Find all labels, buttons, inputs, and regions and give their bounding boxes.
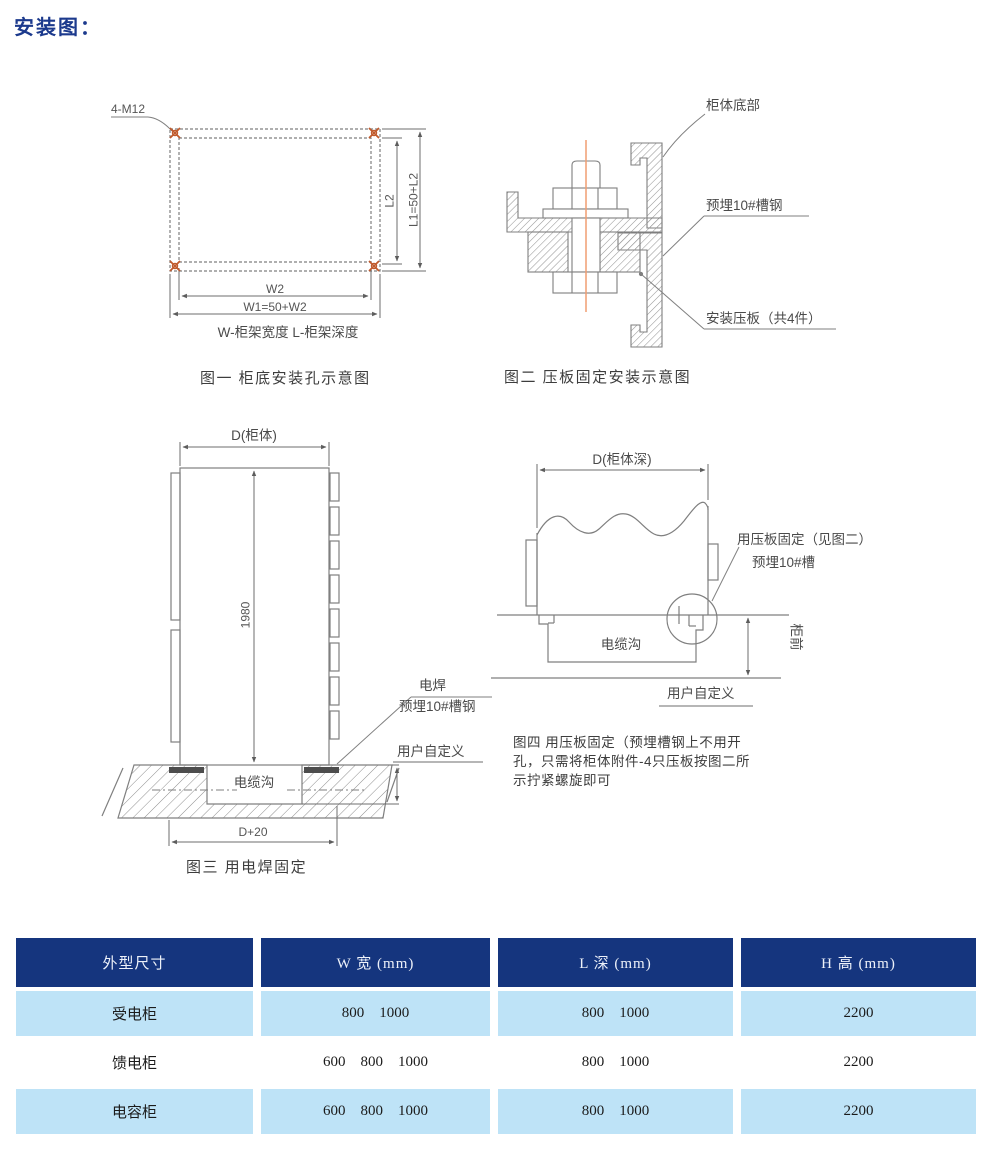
fig4-label-embed-channel: 预埋10#槽 (752, 555, 816, 570)
fig4-label-user-defined: 用户自定义 (667, 686, 735, 701)
fig4-label-cabinet-front: 柜前 (788, 623, 804, 651)
fig3-label-cable-trench: 电缆沟 (233, 775, 275, 790)
fig1-dim-l1: L1=50+L2 (406, 172, 421, 228)
fig4-label-fix: 用压板固定（见图二） (737, 532, 872, 547)
fig4-label-cable-trench: 电缆沟 (600, 637, 642, 652)
fig1-bolt-spec-label: 4-M12 (111, 102, 146, 116)
fig3-label-user-defined: 用户自定义 (397, 744, 465, 759)
fig2-label-embed-channel: 预埋10#槽钢 (706, 198, 783, 213)
fig4-drawing (491, 464, 789, 707)
row-name: 电容柜 (16, 1089, 253, 1134)
fig2-caption: 图二 压板固定安装示意图 (504, 369, 692, 386)
fig1-dim-l2: L2 (382, 194, 397, 208)
fig2-label-mount-plate: 安装压板（共4件） (706, 311, 822, 326)
row-name: 受电柜 (16, 991, 253, 1036)
fig3-caption: 图三 用电焊固定 (186, 859, 308, 876)
page-title: 安装图： (14, 17, 102, 39)
row-width: 600 800 1000 (261, 1089, 490, 1134)
fig1-dim-w2: W2 (266, 282, 284, 296)
col-header-height: H 高 (mm) (741, 938, 976, 987)
row-width: 600 800 1000 (261, 1040, 490, 1085)
col-header-type: 外型尺寸 (16, 938, 253, 987)
fig3-dim-height: 1980 (238, 601, 253, 629)
col-header-width: W 宽 (mm) (261, 938, 490, 987)
fig3-label-embed-channel: 预埋10#槽钢 (399, 699, 476, 714)
fig3-dim-depth: D(柜体) (231, 428, 277, 443)
row-depth: 800 1000 (498, 1089, 733, 1134)
fig2-drawing (506, 113, 836, 348)
fig1-caption: 图一 柜底安装孔示意图 (200, 370, 371, 387)
row-width: 800 1000 (261, 991, 490, 1036)
fig4-dim-depth: D(柜体深) (592, 452, 652, 467)
row-height: 2200 (741, 1040, 976, 1085)
row-depth: 800 1000 (498, 1040, 733, 1085)
row-depth: 800 1000 (498, 991, 733, 1036)
col-header-depth: L 深 (mm) (498, 938, 733, 987)
row-name: 馈电柜 (16, 1040, 253, 1085)
fig4-caption: 图四 用压板固定（预埋槽钢上不用开 孔，只需将柜体附件-4只压板按图二所 示拧紧… (513, 735, 751, 788)
anchor-screws (169, 127, 380, 272)
dimension-spec-table: 外型尺寸 W 宽 (mm) L 深 (mm) H 高 (mm) 受电柜 800 … (16, 938, 976, 1134)
fig3-drawing (101, 442, 492, 846)
fig1-dim-w1: W1=50+W2 (243, 300, 307, 314)
row-height: 2200 (741, 1089, 976, 1134)
fig3-dim-d20: D+20 (238, 825, 268, 839)
fig2-label-cabinet-bottom: 柜体底部 (706, 98, 760, 113)
row-height: 2200 (741, 991, 976, 1036)
fig1-legend: W-柜架宽度 L-柜架深度 (217, 325, 359, 340)
fig3-label-weld: 电焊 (419, 678, 446, 693)
fig1-drawing (111, 116, 426, 318)
